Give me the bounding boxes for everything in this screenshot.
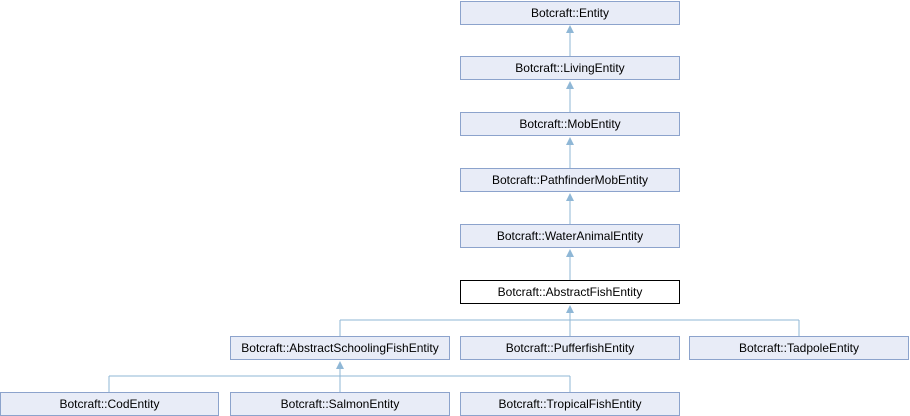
arrow-pathfinder [566, 193, 574, 201]
node-cod-entity[interactable]: Botcraft::CodEntity [0, 392, 219, 416]
node-abstract-fish-entity: Botcraft::AbstractFishEntity [460, 280, 680, 304]
arrow-living [566, 81, 574, 89]
arrow-abstract-fish [566, 305, 574, 313]
node-entity[interactable]: Botcraft::Entity [460, 1, 680, 25]
node-tadpole-entity[interactable]: Botcraft::TadpoleEntity [689, 336, 909, 360]
arrow-schooling [336, 361, 344, 369]
arrow-mob [566, 137, 574, 145]
node-living-entity[interactable]: Botcraft::LivingEntity [460, 56, 680, 80]
node-water-animal-entity[interactable]: Botcraft::WaterAnimalEntity [460, 224, 680, 248]
arrow-entity [566, 25, 574, 33]
node-pufferfish-entity[interactable]: Botcraft::PufferfishEntity [460, 336, 680, 360]
node-mob-entity[interactable]: Botcraft::MobEntity [460, 112, 680, 136]
node-pathfinder-mob-entity[interactable]: Botcraft::PathfinderMobEntity [460, 168, 680, 192]
node-tropical-fish-entity[interactable]: Botcraft::TropicalFishEntity [460, 392, 680, 416]
node-salmon-entity[interactable]: Botcraft::SalmonEntity [230, 392, 450, 416]
node-abstract-schooling-fish-entity[interactable]: Botcraft::AbstractSchoolingFishEntity [230, 336, 450, 360]
arrow-water [566, 249, 574, 257]
